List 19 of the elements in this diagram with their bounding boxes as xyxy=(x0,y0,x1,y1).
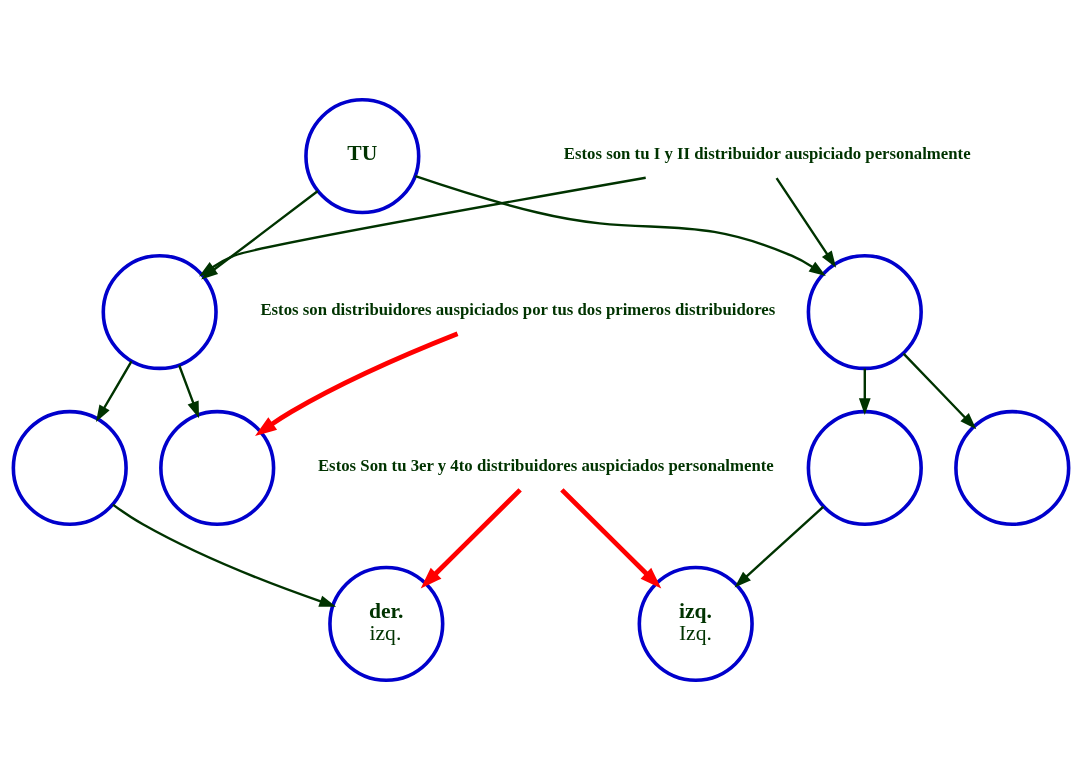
node-circle xyxy=(11,409,128,527)
arrow xyxy=(199,176,646,277)
node-circle xyxy=(806,409,923,527)
node-text: Estos Son tu 3er y 4to distribuidores auspiciados personalmente xyxy=(317,456,774,476)
node-circle: TU xyxy=(304,98,421,215)
arrow xyxy=(178,364,200,419)
node-text: Estos son distribuidores auspiciados por tus dos primeros distribuidores xyxy=(260,300,776,320)
arrow xyxy=(858,368,871,416)
arrow xyxy=(415,175,826,276)
arrow xyxy=(734,505,825,588)
arrow xyxy=(420,488,522,589)
arrow xyxy=(255,331,459,437)
node-text: Estos son tu I y II distribuidor auspiciado personalmente xyxy=(563,144,971,164)
arrow xyxy=(112,503,337,607)
arrow xyxy=(775,177,837,268)
node-circle xyxy=(954,409,1071,527)
arrow xyxy=(902,352,977,430)
arrow xyxy=(96,360,133,422)
arrow xyxy=(560,488,662,589)
